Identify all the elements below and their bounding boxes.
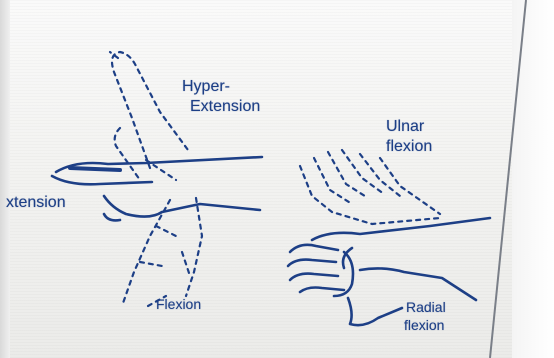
radial-flexion-label-line2: flexion: [404, 316, 444, 334]
flexion-label: Flexion: [156, 295, 201, 313]
radial-flexion-label-line1: Radial: [406, 298, 446, 316]
right-hand-ulnar-flexion: [300, 150, 440, 224]
hyper-extension-label-line1: Hyper-: [182, 78, 230, 96]
hyper-extension-label-line2: Extension: [190, 98, 260, 116]
ulnar-flexion-label-line1: Ulnar: [386, 118, 424, 136]
right-hand-neutral: [288, 218, 490, 296]
ulnar-flexion-label-line2: flexion: [386, 138, 432, 156]
extension-label: xtension: [6, 194, 66, 212]
left-hand-flexion: [122, 198, 202, 306]
